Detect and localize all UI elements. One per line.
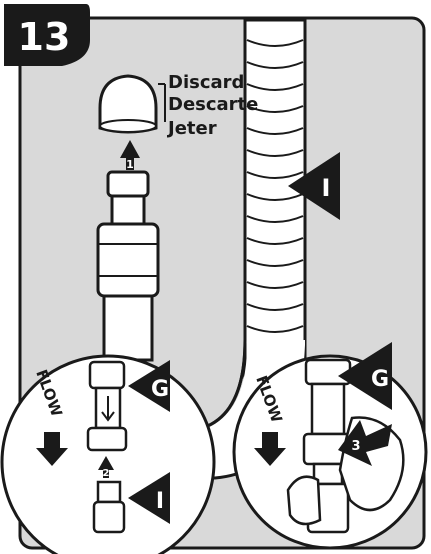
callout-hose-inset-letter: I [156, 489, 164, 514]
arrow-1-label: 1 [126, 158, 134, 171]
callout-hose-letter: I [322, 174, 331, 202]
step-number: 13 [18, 15, 71, 59]
discard-label-es: Descarte [168, 94, 258, 115]
callout-hose-marker [288, 152, 340, 220]
inset-right [232, 342, 428, 550]
callout-valve-right-letter: G [371, 367, 389, 392]
arrow-2-label: 2 [103, 468, 110, 479]
end-cap [98, 74, 158, 134]
discard-label-fr: Jeter [166, 118, 217, 139]
discard-label-en: Discard [168, 72, 244, 93]
arrow-1 [120, 140, 140, 170]
arrow-3-label: 3 [351, 439, 360, 454]
inset-left [0, 354, 216, 554]
leader-line [158, 83, 166, 122]
callout-valve-letter: G [151, 377, 169, 402]
step-badge: 13 [4, 4, 90, 66]
pipe-assembly [96, 170, 160, 362]
